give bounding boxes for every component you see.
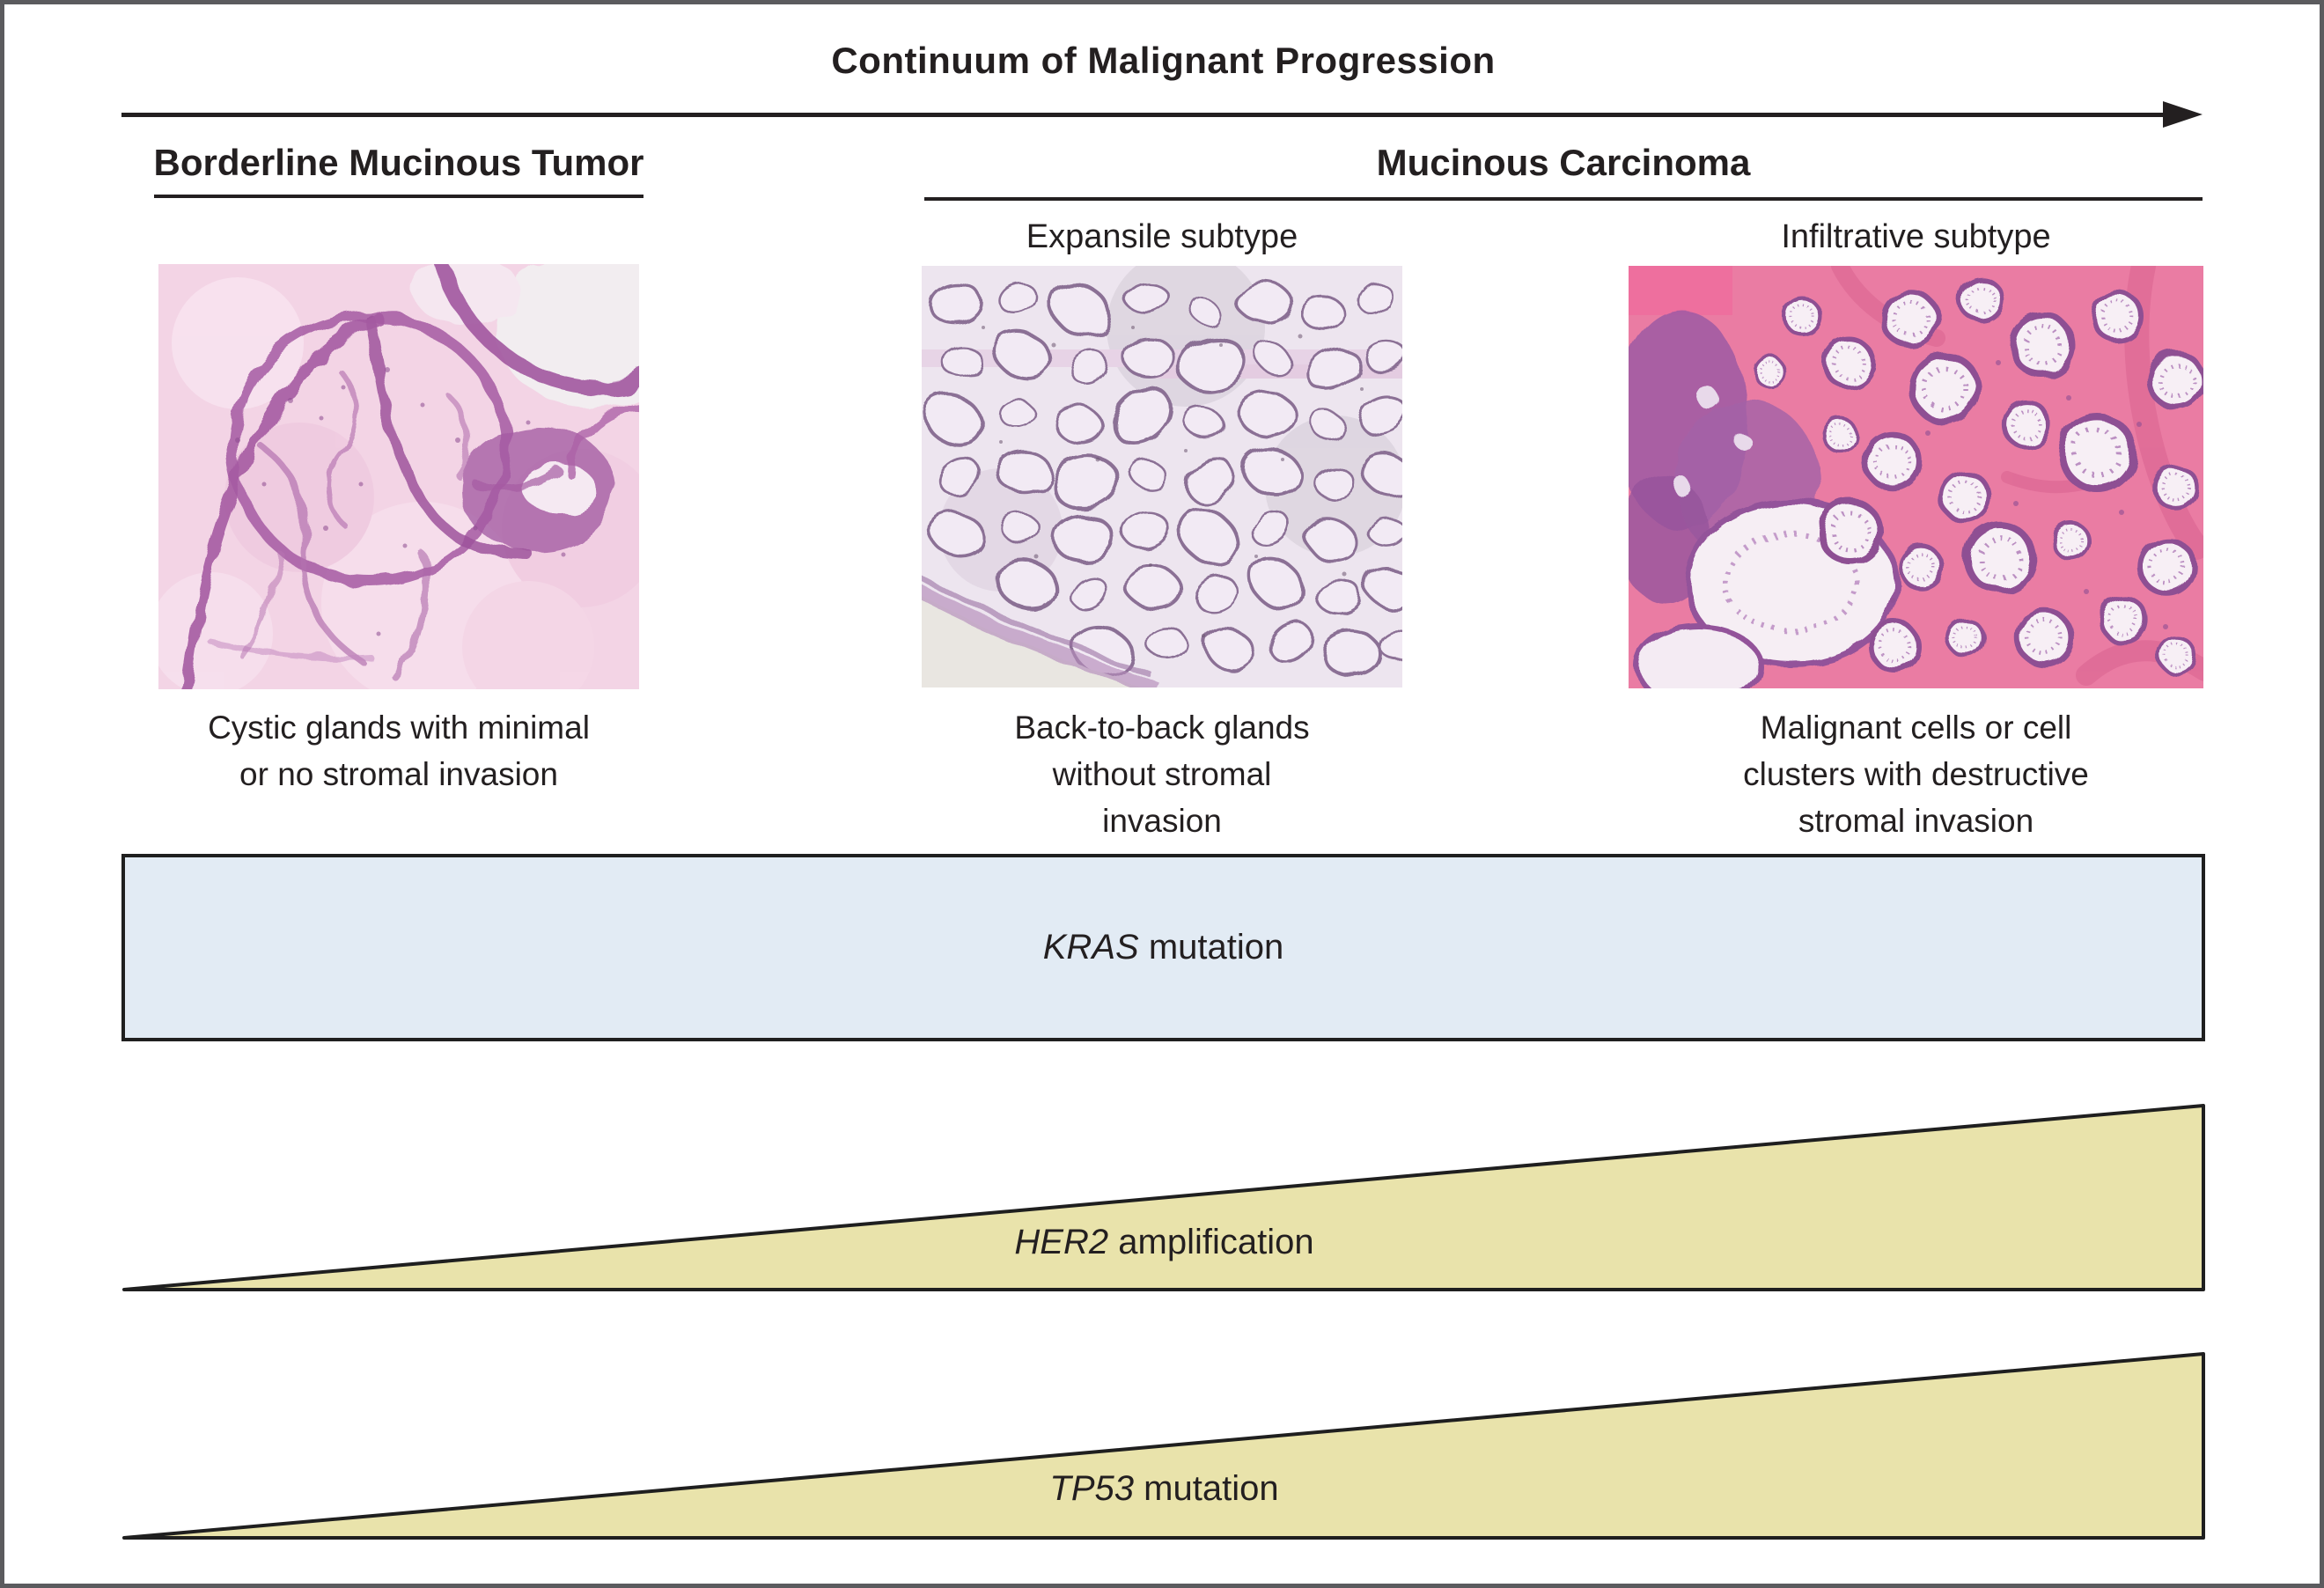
gene-name-tp53: TP53 (1049, 1469, 1135, 1508)
tp53-band-text: mutation (1144, 1469, 1279, 1508)
mucinous-group-underline (924, 197, 2203, 201)
caption-line: Cystic glands with minimal (208, 709, 590, 746)
tp53-mutation-wedge (122, 1352, 2205, 1540)
caption-line: Malignant cells or cell (1760, 709, 2072, 746)
progression-arrow-line (121, 113, 2166, 117)
caption-line: clusters with destructive (1743, 756, 2089, 792)
kras-band-label: KRAS mutation (1043, 928, 1283, 967)
histology-image-infiltrative (1629, 266, 2203, 688)
caption-line: stromal invasion (1798, 803, 2034, 839)
caption-line: invasion (1102, 803, 1222, 839)
caption-line: Back-to-back glands (1014, 709, 1310, 746)
kras-band-text: mutation (1148, 928, 1284, 967)
tp53-band-label: TP53 mutation (121, 1469, 2207, 1509)
kras-mutation-band: KRAS mutation (121, 854, 2205, 1041)
gene-name-her2: HER2 (1014, 1223, 1109, 1261)
histology-image-borderline (158, 264, 639, 689)
her2-band-text: amplification (1118, 1223, 1314, 1261)
histology-image-expansile (922, 266, 1402, 687)
her2-amplification-wedge (122, 1104, 2205, 1291)
caption-borderline: Cystic glands with minimal or no stromal… (158, 704, 639, 798)
gene-name-kras: KRAS (1042, 928, 1139, 967)
arrow-right-icon (2163, 101, 2203, 128)
caption-expansile: Back-to-back glands without stromal inva… (922, 704, 1402, 844)
caption-infiltrative: Malignant cells or cell clusters with de… (1629, 704, 2203, 844)
caption-line: or no stromal invasion (239, 756, 558, 792)
caption-line: without stromal (1052, 756, 1272, 792)
figure-title: Continuum of Malignant Progression (831, 40, 1496, 81)
group-header-borderline: Borderline Mucinous Tumor (121, 142, 676, 198)
subtype-label-infiltrative: Infiltrative subtype (1781, 218, 2051, 255)
group-header-borderline-label: Borderline Mucinous Tumor (153, 142, 644, 198)
group-header-mucinous: Mucinous Carcinoma (1376, 142, 1751, 183)
her2-band-label: HER2 amplification (121, 1223, 2207, 1262)
subtype-label-expansile: Expansile subtype (1026, 218, 1298, 255)
